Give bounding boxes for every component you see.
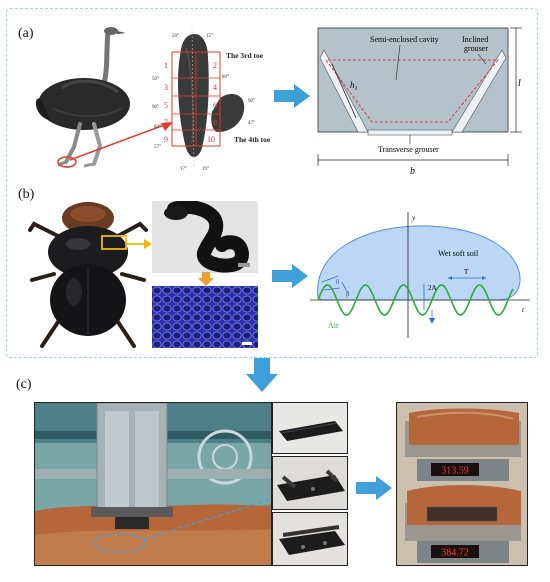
angle-label: 90° [152,105,159,110]
leg-callout-arrow [126,239,152,249]
label-4th-toe: The 4th toe [234,135,271,144]
angle-label: 15° [206,34,213,39]
grouser-label: grouser [464,44,488,53]
grouser-photo-1 [272,402,348,454]
panel-label-a: (a) [18,26,34,41]
inclined-label: Inclined [462,35,488,44]
soil-wave-diagram: y t Wet soft soil Air 2A T θ β [310,212,530,338]
toe-num-10: 10 [207,135,215,144]
angle-label: 17° [180,167,187,172]
grouser-schematic: h1 Semi-enclosed cavity Inclined grouser… [317,27,522,177]
scale-reading-top: 313.59 [441,466,469,477]
panel-label-c: (c) [16,377,32,392]
grouser-photo-2 [272,456,348,510]
sine-wave [317,284,514,316]
scale-reading-bottom: 384.72 [441,548,469,559]
period-label: T [464,268,469,276]
ostrich-image [35,27,130,168]
panel-frame [6,8,538,358]
angle-label: 19° [202,167,209,172]
angle-label: 47° [248,121,255,126]
cavity-label: Semi-enclosed cavity [370,35,439,44]
angle-label: 50° [152,77,159,82]
h1-label: h1 [350,80,358,92]
wet-soil-label: Wet soft soil [438,249,479,258]
toe-num-1: 1 [164,61,168,70]
label-3rd-toe: The 3rd toe [226,51,264,60]
flow-arrow-down [246,358,278,392]
beetle-leg-photo [152,201,258,273]
l-label: l [518,78,521,89]
foot-callout-arrow [69,122,173,161]
toe-num-3: 3 [164,83,168,92]
toe-num-7: 7 [164,118,168,127]
toe-footprint-diagram: 1 3 5 7 9 2 4 6 8 10 20° 15° 50° 80° 90°… [152,28,271,172]
toe-num-6: 6 [213,101,217,110]
y-axis-label: y [411,214,416,222]
micro-callout-arrow [198,272,214,286]
amplitude-label: 2A [428,284,437,292]
flow-arrow-right [356,476,392,500]
grouser-photo-3 [272,512,348,566]
toe-num-2: 2 [213,61,217,70]
flow-arrow-right [272,264,308,288]
panel-label-b: (b) [18,187,35,202]
dung-beetle-image [28,202,148,348]
angle-label: 80° [222,75,229,80]
angle-label: 57° [154,145,161,150]
transverse-label: Transverse grouser [378,145,439,154]
air-label: Air [328,321,339,330]
flow-arrow-right [274,84,310,108]
b-label: b [410,166,415,177]
test-rig-photo [34,402,272,566]
leg-highlight [101,235,127,250]
angle-label: 90° [248,99,255,104]
angle-label: 20° [172,34,179,39]
theta-label: θ [336,278,340,286]
toe-num-8: 8 [213,118,217,127]
scale-photo: 313.59 384.72 [396,402,528,566]
foot-highlight [57,156,77,168]
toe-num-4: 4 [213,83,217,92]
toe-num-5: 5 [164,101,168,110]
microstructure-photo [152,286,258,348]
toe-num-9: 9 [164,135,168,144]
t-axis-label: t [522,306,525,314]
angle-label: 80° [154,125,161,130]
